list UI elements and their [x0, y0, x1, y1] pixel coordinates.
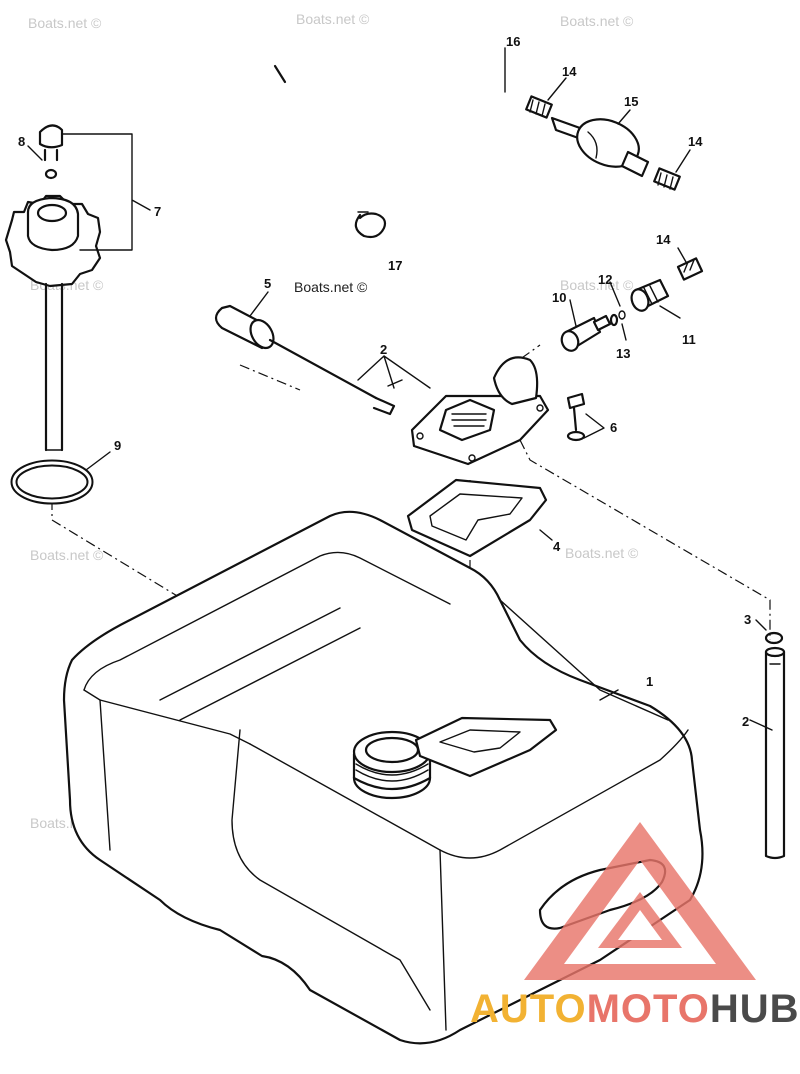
screw: [566, 392, 586, 442]
hose-clamps: [525, 95, 704, 281]
callout-14-a: 14: [562, 64, 577, 79]
triangle-logo-icon: [524, 822, 756, 980]
callout-15: 15: [624, 94, 638, 109]
callouts: 1 2 2 3 4 5 6 7 8 9 10 11 12 13 14 14 14…: [18, 34, 751, 729]
hose-clip: [354, 211, 387, 239]
callout-9: 9: [114, 438, 121, 453]
callout-5: 5: [264, 276, 271, 291]
callout-12: 12: [598, 272, 612, 287]
gasket: [406, 478, 548, 558]
watermark: Boats.net ©: [560, 277, 634, 293]
callout-10: 10: [552, 290, 566, 305]
callout-6: 6: [610, 420, 617, 435]
callout-4: 4: [553, 539, 561, 554]
fuel-tank: [62, 510, 704, 1045]
callout-3: 3: [744, 612, 751, 627]
fuel-cap-assembly: [4, 124, 102, 452]
callout-14-b: 14: [688, 134, 703, 149]
callout-2-tube: 2: [742, 714, 749, 729]
watermark: Boats.net ©: [30, 547, 104, 563]
watermark: Boats.net ©: [565, 545, 639, 561]
callout-1: 1: [646, 674, 653, 689]
watermark-callout-17: Boats.net ©: [294, 279, 368, 295]
fuel-float: [214, 304, 403, 416]
callout-17: 17: [388, 258, 402, 273]
watermark: Boats.net ©: [28, 15, 102, 31]
callout-2: 2: [380, 342, 387, 357]
dip-tube: [764, 631, 786, 860]
watermark: Boats.net ©: [560, 13, 634, 29]
callout-11: 11: [682, 332, 696, 347]
callout-7: 7: [154, 204, 161, 219]
watermark: Boats.net ©: [296, 11, 370, 27]
callout-14-c: 14: [656, 232, 671, 247]
sender-plate: [410, 356, 550, 466]
automotohub-logo: AUTOMOTOHUB: [470, 822, 800, 1031]
leader-lines: [27, 47, 773, 731]
primer-bulb: [550, 116, 650, 178]
o-ring: [10, 459, 94, 505]
callout-8: 8: [18, 134, 25, 149]
callout-13: 13: [616, 346, 630, 361]
brand-text: AUTOMOTOHUB: [470, 987, 800, 1031]
callout-16: 16: [506, 34, 520, 49]
fittings: [560, 278, 670, 352]
fuel-hose: [204, 28, 748, 267]
